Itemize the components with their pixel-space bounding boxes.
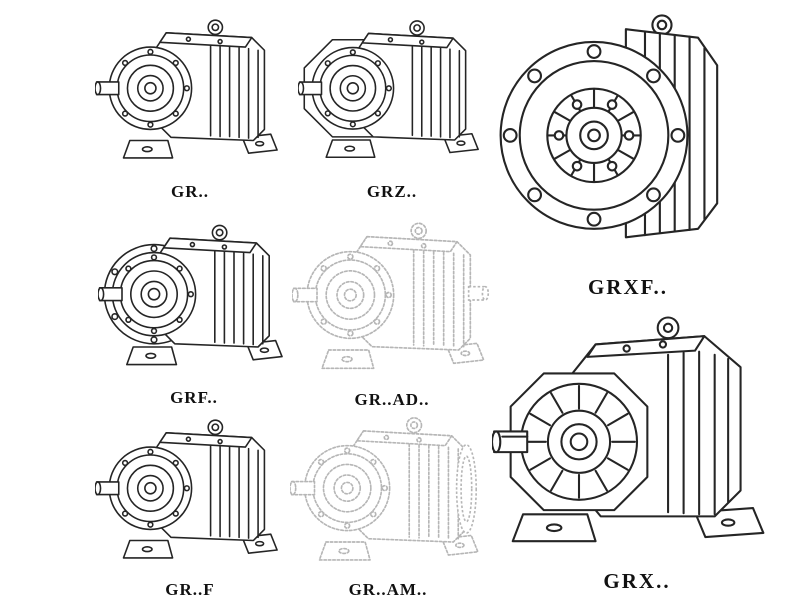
figure-label-grxf: GRXF.. (587, 275, 669, 299)
gearbox-motor-flange-ghost-drawing (290, 408, 486, 578)
figure-label-grx: GRX.. (603, 569, 671, 593)
figure-label-grz: GRZ.. (366, 182, 418, 201)
gearbox-input-adapter-ghost-drawing (292, 212, 492, 388)
figure-gr-am: GR..AM.. (290, 408, 486, 600)
figure-gr-f: GR..F (95, 408, 285, 600)
gearbox-flange-front-drawing (490, 2, 766, 273)
gearbox-large-side-drawing (492, 300, 782, 567)
figure-label-gr-f: GR..F (165, 580, 215, 599)
figure-gr-ad: GR..AD.. (292, 212, 492, 410)
gearbox-foot-mounted-drawing (95, 6, 285, 180)
gearbox-foot-mounted-drawing-2 (95, 408, 285, 578)
gearbox-flange-side-drawing (98, 212, 290, 386)
figure-grz: GRZ.. (298, 6, 486, 202)
figure-label-grf: GRF.. (170, 388, 218, 407)
figure-label-gr-am: GR..AM.. (348, 580, 428, 599)
figure-label-gr: GR.. (171, 182, 209, 201)
figure-grf: GRF.. (98, 212, 290, 408)
figure-grxf: GRXF.. (490, 2, 766, 300)
figure-label-gr-ad: GR..AD.. (354, 390, 430, 409)
figure-grx: GRX.. (492, 300, 782, 594)
gearbox-octagonal-housing-drawing (298, 6, 486, 180)
figure-gr: GR.. (95, 6, 285, 202)
